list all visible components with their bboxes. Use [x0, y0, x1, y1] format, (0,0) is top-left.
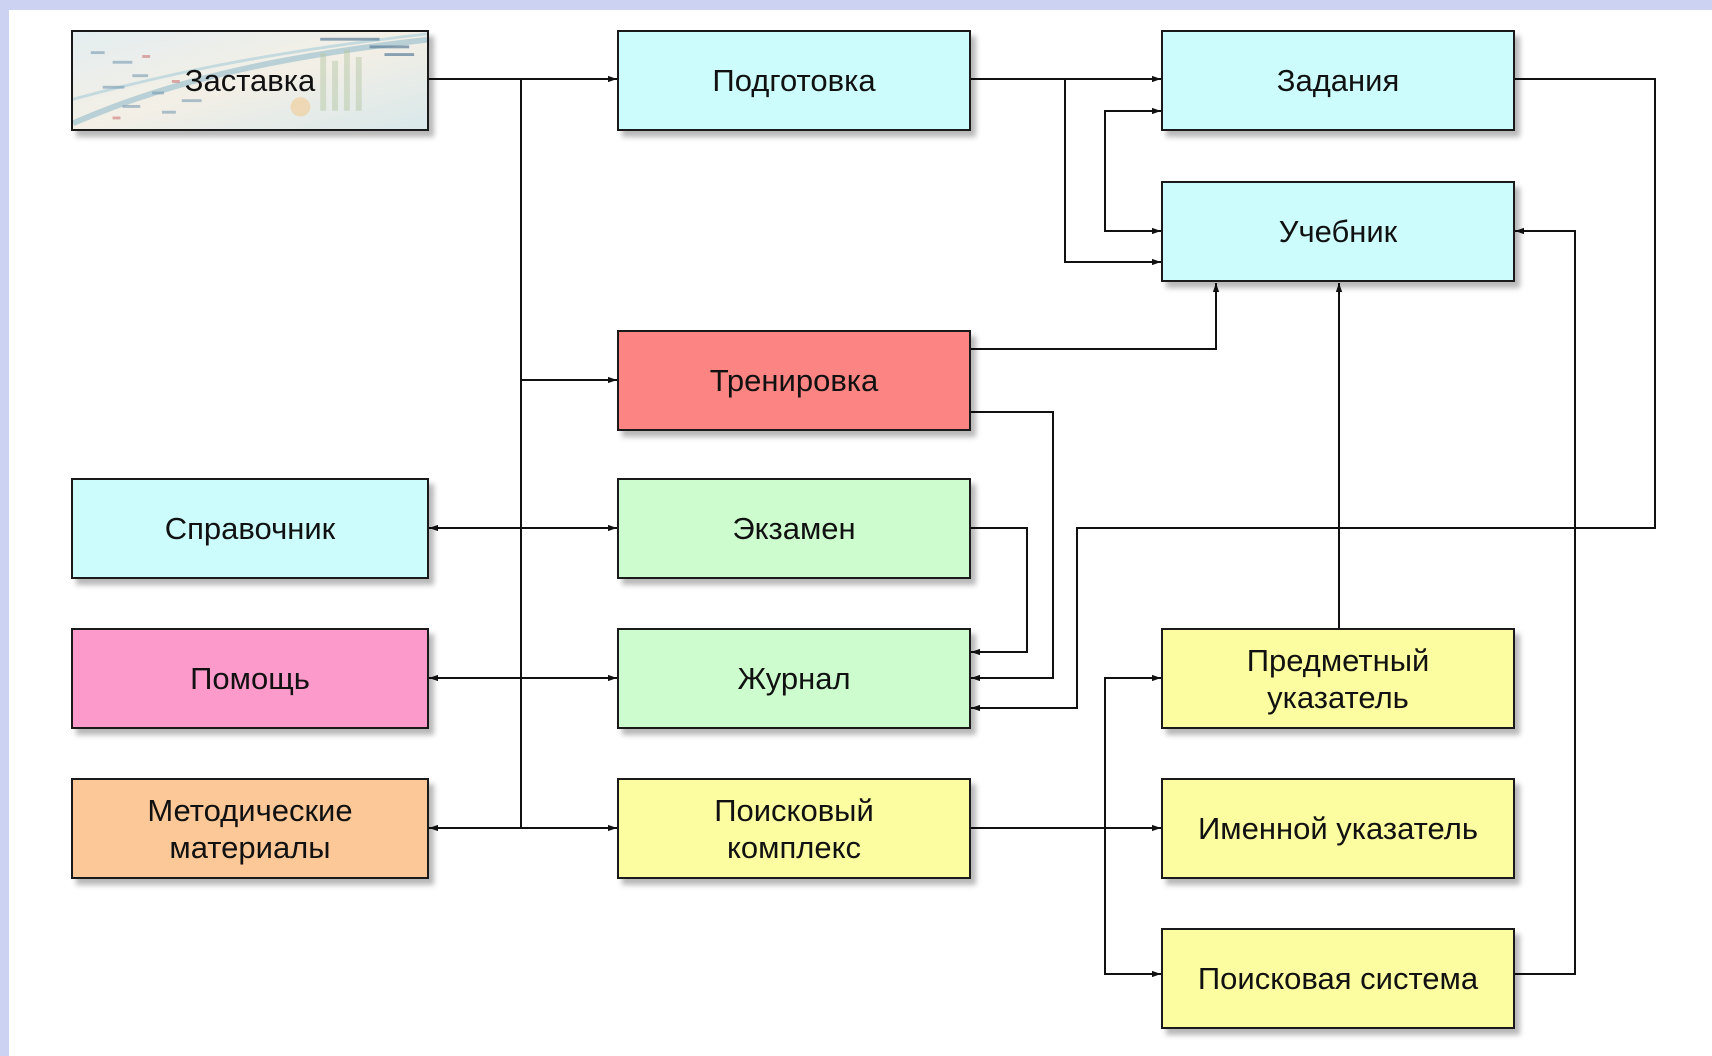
connector-layer — [429, 75, 1656, 978]
node-spravochnik-label: Справочник — [164, 511, 336, 546]
node-podgotovka[interactable]: Подготовка — [617, 30, 971, 131]
node-poiskovy[interactable]: Поисковый комплекс — [617, 778, 971, 879]
node-zadaniya[interactable]: Задания — [1161, 30, 1515, 131]
edge-zadaniya-uchebnik — [1104, 107, 1161, 235]
node-zhurnal[interactable]: Журнал — [617, 628, 971, 729]
node-ekzamen-label: Экзамен — [732, 511, 856, 546]
node-metodicheskie[interactable]: Методические материалы — [71, 778, 429, 879]
edge-ekzamen-zhurnal — [971, 527, 1028, 656]
node-spravochnik[interactable]: Справочник — [71, 478, 429, 579]
edge-poiskovy-poiskovaya — [1104, 828, 1161, 978]
edge-trenirovka-uchebnik — [971, 283, 1220, 350]
node-imennoy[interactable]: Именной указатель — [1161, 778, 1515, 879]
node-imennoy-label: Именной указатель — [1198, 811, 1478, 846]
splash-image-icon — [73, 32, 427, 129]
node-uchebnik[interactable]: Учебник — [1161, 181, 1515, 282]
node-zastavka-label: Заставка — [184, 63, 316, 98]
node-predmetny[interactable]: Предметный указатель — [1161, 628, 1515, 729]
node-uchebnik-label: Учебник — [1278, 214, 1398, 249]
node-zadaniya-label: Задания — [1276, 63, 1400, 98]
edge-trenirovka-zhurnal — [971, 411, 1054, 682]
node-zhurnal-label: Журнал — [737, 661, 851, 696]
node-trenirovka-label: Тренировка — [709, 363, 879, 398]
node-pomoshch-label: Помощь — [190, 661, 310, 696]
node-pomoshch[interactable]: Помощь — [71, 628, 429, 729]
edge-zadaniya-zhurnal — [971, 78, 1656, 712]
node-podgotovka-label: Подготовка — [712, 63, 876, 98]
node-metodicheskie-label: Методические материалы — [147, 792, 353, 865]
edge-poiskovy-predmetny — [1104, 674, 1161, 828]
node-poiskovaya[interactable]: Поисковая система — [1161, 928, 1515, 1029]
node-zastavka[interactable]: Заставка — [71, 30, 429, 131]
node-trenirovka[interactable]: Тренировка — [617, 330, 971, 431]
edge-podgotovka-uchebnik — [1064, 79, 1161, 266]
node-poiskovaya-label: Поисковая система — [1197, 961, 1479, 996]
node-ekzamen[interactable]: Экзамен — [617, 478, 971, 579]
node-poiskovy-label: Поисковый комплекс — [714, 792, 874, 865]
node-predmetny-label: Предметный указатель — [1246, 642, 1430, 715]
diagram-canvas: Заставка Подготовка Задания Учебник Трен… — [9, 10, 1712, 1056]
edge-poiskovaya-uchebnik — [1515, 227, 1576, 975]
